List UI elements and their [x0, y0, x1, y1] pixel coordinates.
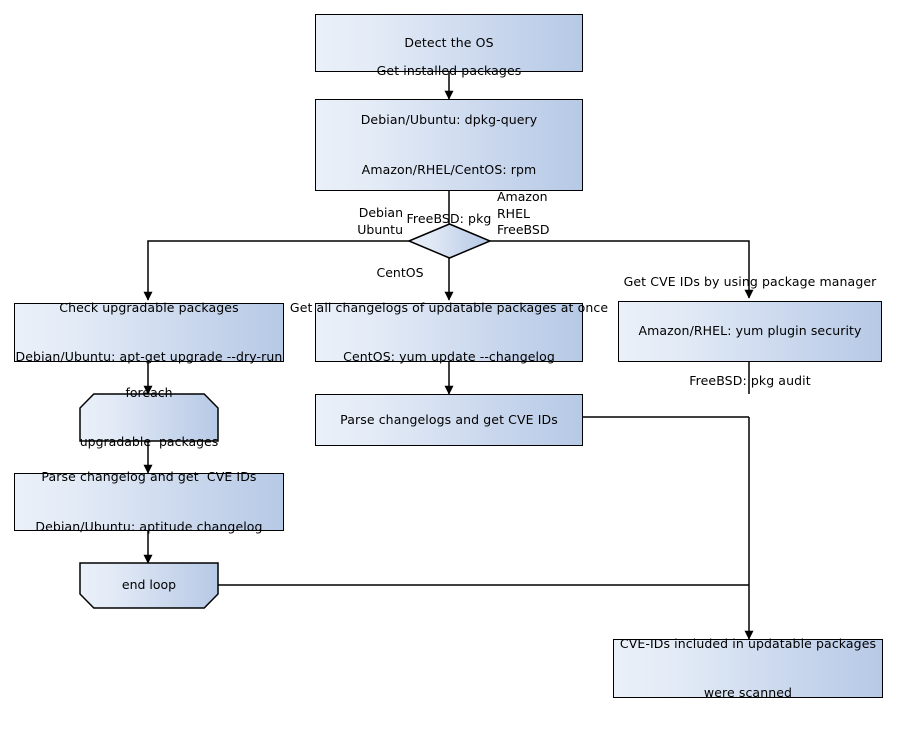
node-get-cve-ids-package-manager[interactable]: Get CVE IDs by using package manager Ama… — [618, 274, 882, 388]
edge-label-amazon-rhel-freebsd-text: Amazon RHEL FreeBSD — [497, 189, 550, 237]
node-end-loop-label: end loop — [80, 563, 218, 608]
node-check-upgradable-packages-line1: Check upgradable packages — [59, 299, 239, 315]
node-end-loop-text: end loop — [121, 577, 177, 593]
node-get-all-changelogs-line2: CentOS: yum update --changelog — [343, 349, 555, 364]
node-parse-changelog-left-line2: Debian/Ubuntu: aptitude changelog — [35, 518, 263, 534]
node-get-installed-packages[interactable]: Get installed packages Debian/Ubuntu: dp… — [315, 63, 583, 226]
flowchart-canvas: Detect the OS Get installed packages Deb… — [14, 14, 883, 700]
node-get-all-changelogs-line1: Get all changelogs of updatable packages… — [289, 299, 609, 315]
node-get-installed-packages-line3: Amazon/RHEL/CentOS: rpm — [361, 161, 537, 177]
node-scanned-result-text: CVE-IDs included in updatable packages w… — [620, 603, 876, 735]
node-check-upgradable-packages-text: Check upgradable packages Debian/Ubuntu:… — [16, 267, 283, 399]
node-get-installed-packages-text: Get installed packages Debian/Ubuntu: dp… — [361, 30, 538, 261]
node-get-installed-packages-line2: Debian/Ubuntu: dpkg-query — [360, 112, 538, 127]
node-get-cve-ids-package-manager-text: Get CVE IDs by using package manager Ama… — [624, 241, 877, 423]
node-foreach-label: foreach upgradable packages — [80, 385, 219, 450]
node-parse-changelog-left[interactable]: Parse changelog and get CVE IDs Debian/U… — [14, 469, 284, 534]
edge-decision-left — [143, 240, 409, 301]
node-parse-changelog-left-line1: Parse changelog and get CVE IDs — [41, 469, 257, 484]
node-get-installed-packages-line4: FreeBSD: pkg — [406, 211, 492, 226]
node-detect-the-os[interactable]: Detect the OS — [315, 14, 583, 72]
node-os-decision[interactable] — [407, 222, 492, 260]
edge-label-debian-ubuntu-text: Debian Ubuntu — [357, 205, 403, 237]
node-get-cve-ids-package-manager-line1: Get CVE IDs by using package manager — [623, 273, 877, 289]
node-check-upgradable-packages-line2: Debian/Ubuntu: apt-get upgrade --dry-run — [15, 349, 283, 364]
edge-label-amazon-rhel-freebsd: Amazon RHEL FreeBSD — [497, 189, 637, 239]
os-decision-diamond-shape — [407, 223, 492, 259]
node-foreach-line2: upgradable packages — [79, 434, 219, 449]
node-parse-changelogs-center-label: Parse changelogs and get CVE IDs — [340, 411, 558, 427]
node-parse-changelogs-center[interactable]: Parse changelogs and get CVE IDs — [315, 394, 583, 446]
edge-label-debian-ubuntu: Debian Ubuntu — [268, 205, 403, 238]
node-foreach-line1: foreach — [125, 384, 173, 400]
node-scanned-result-line1: CVE-IDs included in updatable packages — [619, 635, 877, 651]
edge-decision-right — [490, 240, 754, 299]
node-get-all-changelogs-text: Get all changelogs of updatable packages… — [290, 267, 608, 399]
node-scanned-result[interactable]: CVE-IDs included in updatable packages w… — [613, 636, 883, 700]
node-parse-changelog-left-text: Parse changelog and get CVE IDs Debian/U… — [35, 436, 262, 568]
node-scanned-result-line2: were scanned — [703, 685, 793, 700]
edge-label-centos: CentOS — [363, 265, 437, 282]
node-get-cve-ids-package-manager-line3: FreeBSD: pkg audit — [689, 372, 811, 388]
node-get-all-changelogs[interactable]: Get all changelogs of updatable packages… — [290, 300, 608, 365]
node-check-upgradable-packages[interactable]: Check upgradable packages Debian/Ubuntu:… — [14, 300, 284, 364]
node-get-cve-ids-package-manager-line2: Amazon/RHEL: yum plugin security — [638, 323, 862, 339]
connector-layer — [143, 72, 754, 640]
edge-label-centos-text: CentOS — [376, 265, 424, 280]
node-get-installed-packages-line1: Get installed packages — [376, 62, 522, 78]
node-detect-the-os-label: Detect the OS — [404, 34, 494, 50]
node-foreach-text: foreach upgradable packages — [80, 352, 219, 484]
